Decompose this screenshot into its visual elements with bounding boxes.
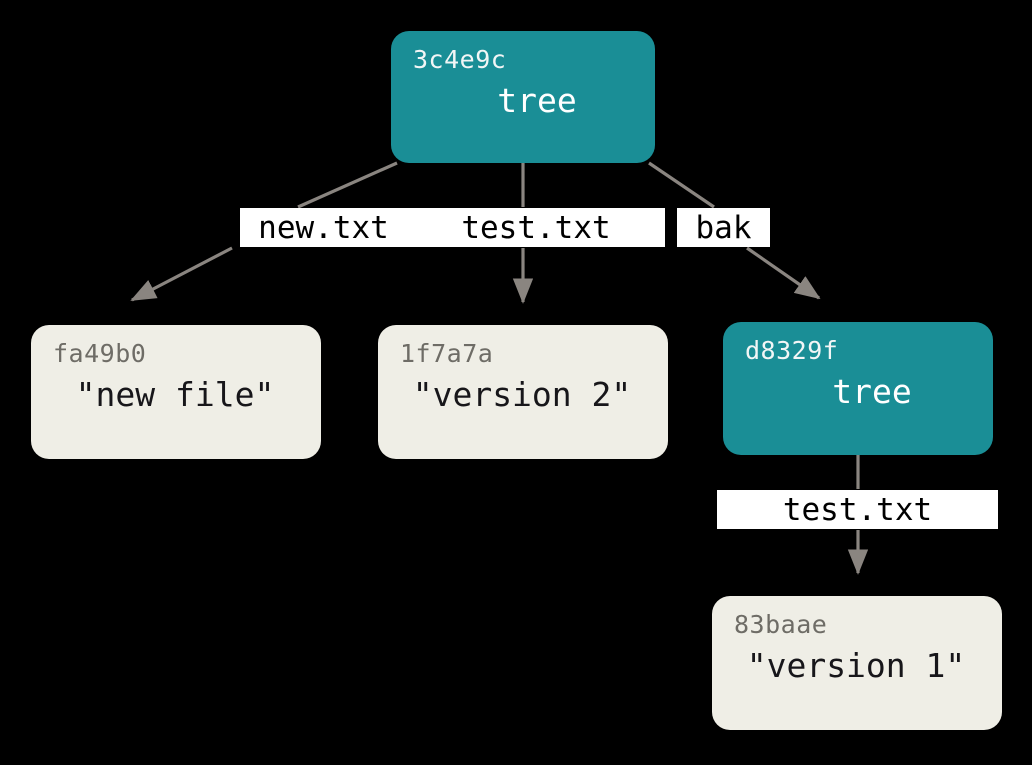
node-hash: 1f7a7a xyxy=(400,339,494,368)
node-hash: 3c4e9c xyxy=(413,45,507,74)
node-version2-blob[interactable]: 1f7a7a "version 2" xyxy=(378,325,668,459)
node-hash: d8329f xyxy=(745,336,839,365)
node-new-file-blob[interactable]: fa49b0 "new file" xyxy=(31,325,321,459)
node-bak-tree[interactable]: d8329f tree xyxy=(723,322,993,455)
edge-label-bak: bak xyxy=(677,208,770,247)
node-root-tree[interactable]: 3c4e9c tree xyxy=(391,31,655,163)
edge-label-test-txt-bak: test.txt xyxy=(717,490,998,529)
node-hash: 83baae xyxy=(734,610,828,639)
node-body: "new file" xyxy=(75,375,275,414)
node-body: "version 2" xyxy=(412,375,632,414)
node-hash: fa49b0 xyxy=(53,339,147,368)
edge-label-new-txt: new.txt xyxy=(240,208,407,247)
node-body: "version 1" xyxy=(746,646,966,685)
node-body: tree xyxy=(832,372,912,411)
edge-label-test-txt: test.txt xyxy=(407,208,665,247)
node-version1-blob[interactable]: 83baae "version 1" xyxy=(712,596,1002,730)
node-body: tree xyxy=(497,81,577,120)
